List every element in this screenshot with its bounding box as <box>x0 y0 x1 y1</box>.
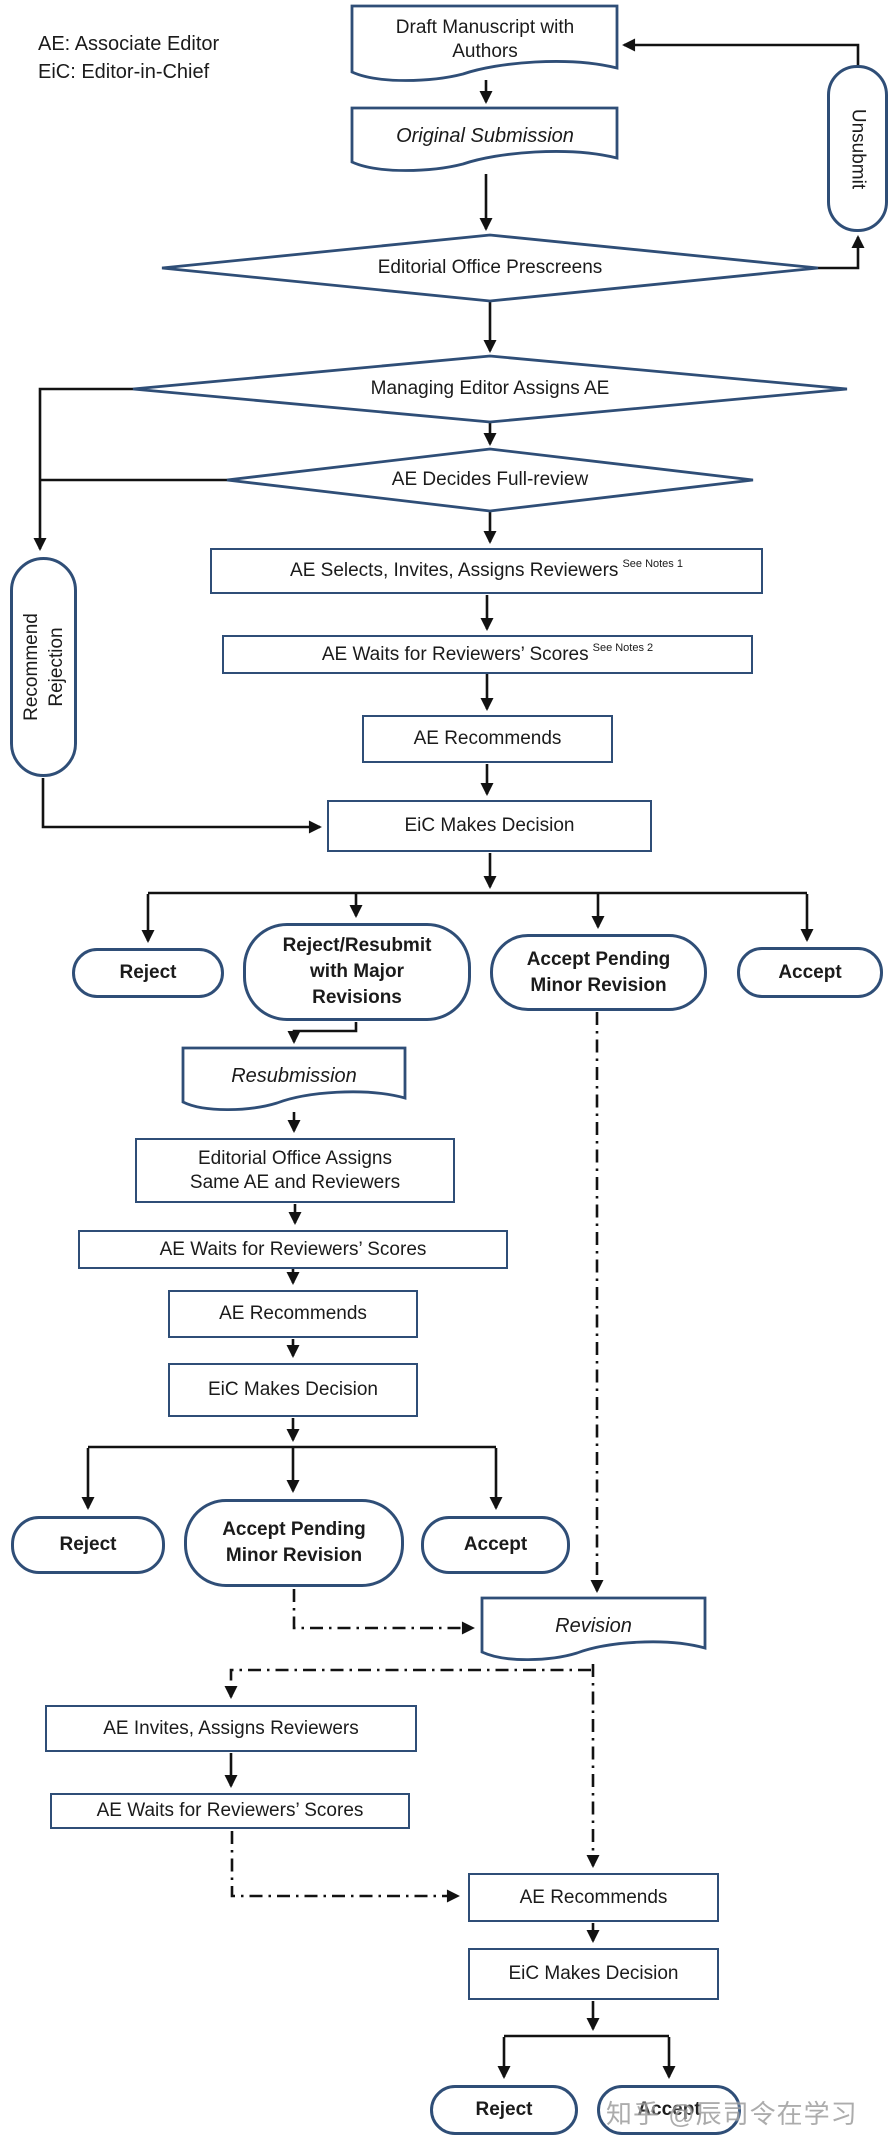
accept-pending-node-2: Accept Pending Minor Revision <box>184 1499 404 1587</box>
revision-label: Revision <box>555 1615 632 1637</box>
diamond-assigns-ae <box>132 354 848 424</box>
selects-reviewers-label: AE Selects, Invites, Assigns Reviewers <box>290 560 619 581</box>
document-resubmission <box>181 1046 407 1112</box>
diamond-full-review <box>226 447 754 513</box>
arrow-prescreens-to-unsubmit <box>818 235 865 270</box>
ae-recommends-box-1: AE Recommends <box>362 715 613 763</box>
diamond-prescreens <box>161 233 819 303</box>
recommend-rejection-node: Recommend Rejection <box>10 557 77 777</box>
arrow-unsubmit-to-draft <box>622 38 860 66</box>
accept-pending-node-1: Accept Pending Minor Revision <box>490 934 707 1011</box>
see-notes-1: See Notes 1 <box>622 558 683 570</box>
solid-arrows <box>33 38 865 2079</box>
reject-resubmit-node: Reject/Resubmit with Major Revisions <box>243 923 471 1021</box>
document-revision <box>480 1596 707 1662</box>
eic-decision-box-2: EiC Makes Decision <box>168 1363 418 1417</box>
reject-node-3: Reject <box>430 2085 578 2135</box>
dashdot-revision-to-invites <box>224 1668 591 1699</box>
dashdot-arrows <box>224 1012 604 1903</box>
see-notes-2: See Notes 2 <box>592 641 654 654</box>
waits-scores-box-2: AE Waits for Reviewers’ Scores <box>78 1230 508 1269</box>
arrow-rejectresubmit-to-resubmission <box>287 1022 358 1044</box>
reject-node-2: Reject <box>11 1516 165 1574</box>
waits-scores-box-3: AE Waits for Reviewers’ Scores <box>50 1793 410 1829</box>
ae-recommends-box-3: AE Recommends <box>468 1873 719 1922</box>
resubmission-label: Resubmission <box>231 1065 357 1087</box>
accept-node-3: Accept <box>597 2085 741 2135</box>
dashdot-waits3-to-recommends3 <box>230 1831 460 1903</box>
assigns-ae-label: Managing Editor Assigns AE <box>370 378 610 399</box>
dashdot-acceptpending2-to-revision <box>292 1589 475 1635</box>
invites-reviewers-box: AE Invites, Assigns Reviewers <box>45 1705 417 1752</box>
documents <box>181 4 707 1662</box>
waits-scores-label-1: AE Waits for Reviewers’ Scores <box>321 643 589 665</box>
original-submission-label: Original Submission <box>396 125 574 147</box>
arrow-recrej-to-eic1 <box>41 778 322 834</box>
zhihu-watermark: 知乎 @辰司令在学习 <box>606 2099 858 2129</box>
legend-line-eic: EiC: Editor-in-Chief <box>38 61 210 83</box>
reject-node-1: Reject <box>72 948 224 998</box>
prescreens-label: Editorial Office Prescreens <box>377 257 603 278</box>
accept-node-1: Accept <box>737 947 883 998</box>
ae-recommends-box-2: AE Recommends <box>168 1290 418 1338</box>
full-review-label: AE Decides Full-review <box>391 469 589 490</box>
recommend-rejection-label: Recommend Rejection <box>20 613 67 721</box>
editorial-assigns-box: Editorial Office Assigns Same AE and Rev… <box>135 1138 455 1203</box>
eic-decision-box-3: EiC Makes Decision <box>468 1948 719 2000</box>
legend-line-ae: AE: Associate Editor <box>38 33 220 55</box>
legend: AE: Associate Editor EiC: Editor-in-Chie… <box>38 30 219 86</box>
unsubmit-node: Unsubmit <box>827 65 888 232</box>
accept-node-2: Accept <box>421 1516 570 1574</box>
document-draft-manuscript <box>350 4 619 82</box>
draft-manuscript-label: Draft Manuscript with Authors <box>395 17 575 62</box>
eic-decision-box-1: EiC Makes Decision <box>327 800 652 852</box>
unsubmit-label: Unsubmit <box>847 108 868 189</box>
diamonds <box>132 233 848 513</box>
document-original-submission <box>350 106 619 172</box>
line-assigns-to-recrej <box>33 387 133 551</box>
